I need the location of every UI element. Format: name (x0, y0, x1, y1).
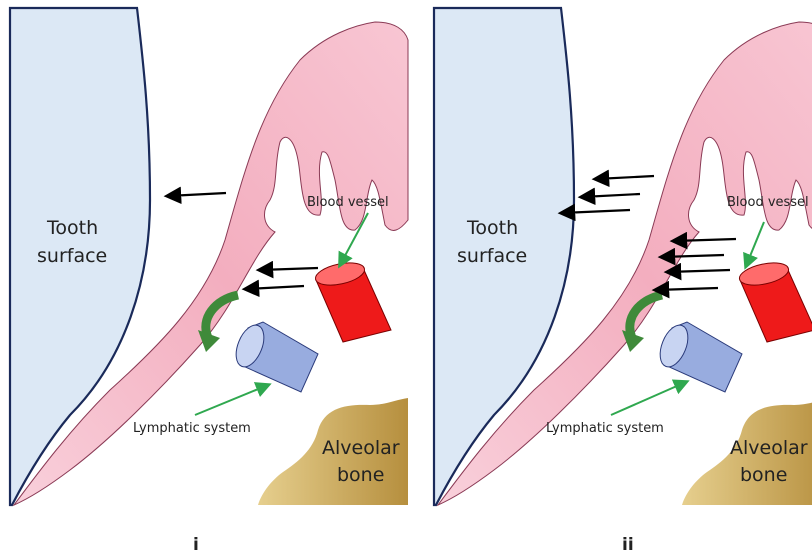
flow-arrow (582, 194, 640, 197)
flow-arrow (656, 288, 718, 290)
bone-label-1: Alveolar (730, 437, 808, 459)
flow-arrow (596, 176, 654, 179)
panel-caption: ii (622, 535, 634, 555)
bone-label-1: Alveolar (322, 437, 400, 459)
lymph-label: Lymphatic system (546, 421, 664, 436)
panel-caption: i (193, 535, 199, 555)
panel-i: Tooth surface Blood vessel Lymphatic sys… (10, 8, 408, 555)
tooth-label-2: surface (37, 245, 107, 267)
flow-arrow (246, 286, 304, 289)
blood-vessel-label: Blood vessel (727, 195, 809, 210)
flow-arrow (260, 268, 318, 270)
tooth-label-2: surface (457, 245, 527, 267)
lymph-label: Lymphatic system (133, 421, 251, 436)
tooth-label-1: Tooth (46, 217, 98, 239)
tooth-label-1: Tooth (466, 217, 518, 239)
flow-arrow (668, 270, 730, 272)
blood-vessel-label: Blood vessel (307, 195, 389, 210)
panel-ii: Tooth surface Blood vessel Lymphatic sys… (434, 8, 812, 555)
blood-vessel-pointer (746, 222, 764, 266)
bone-label-2: bone (740, 464, 787, 486)
bone-label-2: bone (337, 464, 384, 486)
flow-arrow (168, 193, 226, 196)
lymph-pointer (195, 385, 268, 415)
lymph-pointer (611, 382, 686, 415)
